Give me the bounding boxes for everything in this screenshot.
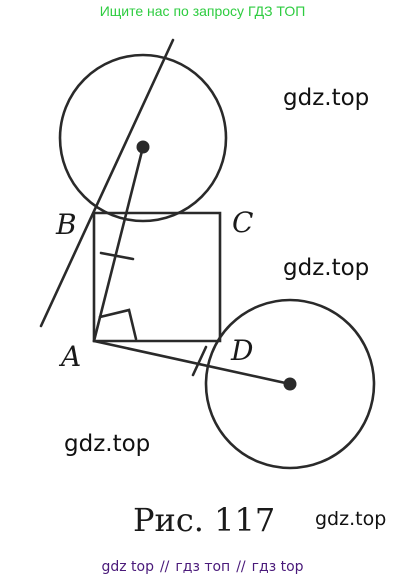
lower-circle-center — [283, 377, 297, 391]
upper-circle-center — [136, 140, 150, 154]
footer-part: gdz top — [101, 559, 154, 575]
top-banner: Ищите нас по запросу ГДЗ ТОП — [99, 3, 306, 19]
tick-mark-upper — [99, 251, 135, 261]
footer-separator: // — [159, 559, 170, 575]
upper-circle — [58, 53, 228, 223]
figure-caption: Рис. 117 — [133, 501, 276, 539]
tick-mark-lower — [191, 345, 208, 377]
footer-watermark: gdz top // гдз топ // гдз top — [0, 557, 405, 577]
segment-a-lower-center — [92, 339, 292, 386]
lower-circle — [204, 298, 376, 470]
segment-a-upper-center — [92, 145, 145, 343]
label-d: D — [230, 334, 253, 367]
watermark: gdz.top — [315, 508, 387, 530]
footer-part: гдз top — [251, 559, 304, 575]
label-c: C — [232, 206, 253, 239]
tangent-line — [39, 38, 175, 328]
footer-part: гдз топ — [175, 559, 231, 575]
right-angle-marker — [98, 308, 138, 341]
watermark: gdz.top — [283, 255, 370, 281]
label-b: B — [55, 208, 77, 241]
footer-separator: // — [236, 559, 246, 575]
watermark: gdz.top — [283, 85, 370, 111]
watermark: gdz.top — [64, 431, 151, 457]
square-abcd — [92, 211, 222, 343]
label-a: A — [58, 340, 81, 373]
